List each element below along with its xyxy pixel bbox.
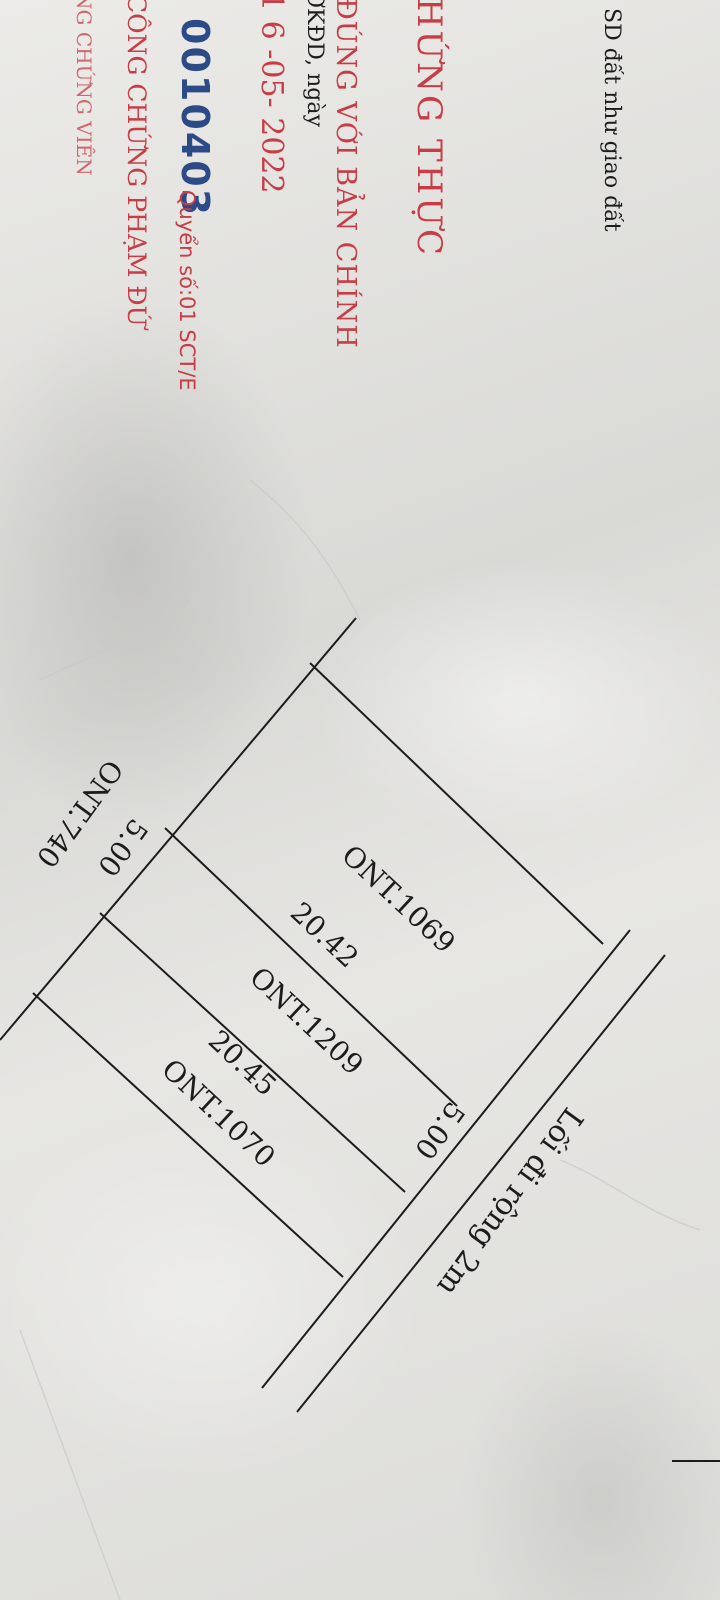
parcel-rear-edge bbox=[0, 617, 357, 1041]
parcel-boundary-3 bbox=[32, 992, 344, 1278]
parcel-front-edge bbox=[261, 929, 631, 1389]
stamp-serial: 0010403 bbox=[173, 18, 217, 217]
parcel-boundary-top bbox=[309, 662, 604, 945]
parcel-boundary-1 bbox=[164, 827, 458, 1107]
stamp-office: CÔNG CHỨNG PHẠM ĐỨ bbox=[122, 0, 151, 331]
stamp-serial-group: 0010403 Quyển số:01 SCT/E bbox=[173, 18, 217, 391]
notary-stamp: HỨNG THỰC ĐÚNG VỚI BẢN CHÍNH ƠKĐD, ngày … bbox=[72, 0, 450, 349]
stamp-notary: NG CHỨNG VIÊN bbox=[72, 0, 97, 176]
plan-labels: ONT.1069 20.42 ONT.1209 20.45 ONT.1070 O… bbox=[30, 754, 590, 1303]
stamp-line-1: HỨNG THỰC bbox=[409, 0, 450, 258]
dimension-width-left: 5.00 bbox=[91, 813, 154, 883]
stamp-serial-suffix: Quyển số:01 SCT/E bbox=[175, 190, 199, 391]
stamp-date: 1 6 -05- 2022 bbox=[254, 0, 289, 194]
dimension-width-right: 5.00 bbox=[408, 1096, 471, 1166]
cadastral-plan bbox=[0, 617, 720, 1462]
stamp-line-2: ĐÚNG VỚI BẢN CHÍNH bbox=[330, 0, 366, 349]
dimension-length-1: 20.42 bbox=[284, 896, 365, 975]
stamp-line-3: ƠKĐD, ngày bbox=[302, 0, 327, 127]
paper-creases bbox=[19, 479, 701, 1600]
road-edge-line bbox=[296, 954, 666, 1413]
parcel-boundary-2 bbox=[99, 912, 406, 1193]
header-text: SD đất như giao đất bbox=[599, 8, 625, 232]
